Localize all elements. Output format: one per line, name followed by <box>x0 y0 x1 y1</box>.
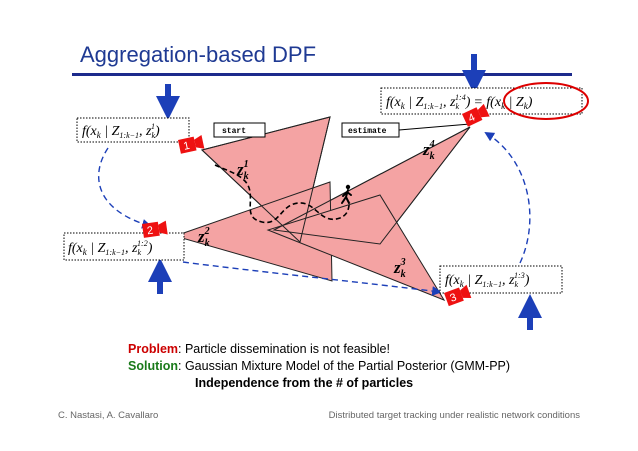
problem-line: Problem: Particle dissemination is not f… <box>128 341 510 358</box>
formula-box-3 <box>439 265 563 294</box>
comm-arc-1-2 <box>97 147 152 229</box>
problem-label: Problem <box>128 342 179 356</box>
camera-cone-3 <box>266 194 446 302</box>
footer-authors: C. Nastasi, A. Cavallaro <box>58 410 159 421</box>
start-tag <box>213 122 266 138</box>
formula-3: f(xk | Z1:k−1, zk1:3) <box>445 271 530 289</box>
formula-4: f(xk | Z1:k−1, zk1:4)=f(xk | Zk) <box>386 93 533 111</box>
footer-talk-title: Distributed target tracking under realis… <box>328 410 580 421</box>
title-rule <box>72 73 572 76</box>
svg-text:4: 4 <box>466 112 477 125</box>
formula-box-1 <box>76 117 190 143</box>
svg-text:2: 2 <box>146 225 154 238</box>
camera-node-3: 3 <box>444 284 472 307</box>
slide-title: Aggregation-based DPF <box>80 42 317 67</box>
svg-text:3: 3 <box>448 291 458 304</box>
zlabel-3: zk3 <box>393 257 406 280</box>
solution-label: Solution <box>128 359 178 373</box>
zlabel-4: zk4 <box>422 139 435 162</box>
formula-box-2 <box>63 232 185 261</box>
camera-node-4: 4 <box>462 103 490 127</box>
zlabel-2: zk2 <box>197 226 210 249</box>
estimate-tag-label: estimate <box>348 127 387 136</box>
solution-line: Solution: Gaussian Mixture Model of the … <box>128 358 510 375</box>
summary-text: Problem: Particle dissemination is not f… <box>128 341 510 392</box>
formula-2: f(xk | Z1:k−1, zk1:2) <box>68 239 153 257</box>
independence-line: Independence from the # of particles <box>195 376 414 390</box>
posterior-highlight <box>503 82 589 120</box>
camera-node-1: 1 <box>178 135 205 154</box>
comm-arc-2-3 <box>182 261 442 296</box>
zlabel-1: zk1 <box>236 159 249 182</box>
problem-text: : Particle dissemination is not feasible… <box>178 342 390 356</box>
comm-arc-3-4 <box>484 131 531 264</box>
target-trajectory <box>214 164 351 224</box>
solution-text: : Gaussian Mixture Model of the Partial … <box>178 359 511 373</box>
svg-text:1: 1 <box>182 140 190 153</box>
start-tag-label: start <box>222 127 246 136</box>
camera-node-2: 2 <box>142 220 168 238</box>
walking-person-icon <box>341 184 352 204</box>
formula-1: f(xk | Z1:k−1, zk1) <box>82 122 160 140</box>
